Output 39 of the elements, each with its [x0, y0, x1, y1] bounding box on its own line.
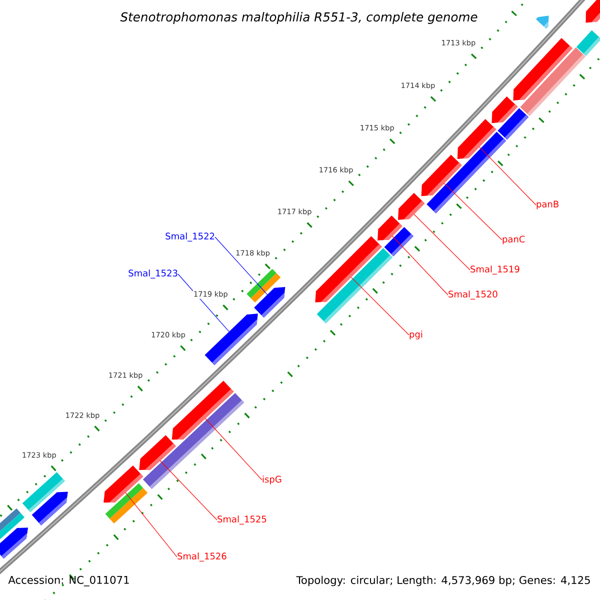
map-title: Stenotrophomonas maltophilia R551-3, complete genome [119, 11, 479, 25]
gene-label: Smal_1522 [166, 232, 214, 242]
leader-line [205, 418, 262, 480]
gene-label: Smal_1520 [448, 290, 498, 300]
gene-label: Smal_1526 [178, 552, 226, 562]
leader-line [178, 274, 230, 332]
gene-feature [398, 192, 425, 220]
gene-feature [204, 314, 258, 366]
gene-bar [498, 108, 529, 140]
leader-line [444, 183, 502, 240]
footer-text: Accession: NC_011071 [8, 576, 129, 586]
gene-feature [586, 0, 600, 23]
gene-label: ispG [262, 476, 282, 484]
gene-feature [421, 154, 462, 196]
gene-feature [0, 528, 28, 559]
gene-feature [32, 492, 68, 526]
gene-label: pgi [410, 330, 422, 340]
gene-feature [513, 38, 572, 101]
gene-bar [246, 268, 281, 302]
gene-feature [378, 216, 402, 240]
leader-line [125, 492, 178, 558]
leader-line [160, 460, 218, 520]
leader-line [214, 236, 268, 295]
gene-label: Smal_1523 [128, 270, 178, 278]
gene-feature [536, 16, 549, 29]
leader-line [479, 146, 536, 206]
gene-label: Smal_1519 [470, 266, 520, 274]
leader-line [350, 277, 410, 336]
gene-label: panC [502, 236, 525, 244]
gene-feature [139, 435, 176, 470]
gene-bar [576, 30, 600, 56]
gene-feature [254, 287, 286, 318]
footer-text: Topology: circular; Length: 4,573,969 bp; Genes: 4,125 [296, 576, 590, 586]
leader-line [414, 214, 470, 270]
gene-label: Smal_1525 [218, 516, 266, 524]
gene-bar [316, 248, 392, 324]
gene-bar [105, 483, 148, 524]
gene-label: panB [536, 200, 558, 210]
leader-line [392, 236, 448, 296]
